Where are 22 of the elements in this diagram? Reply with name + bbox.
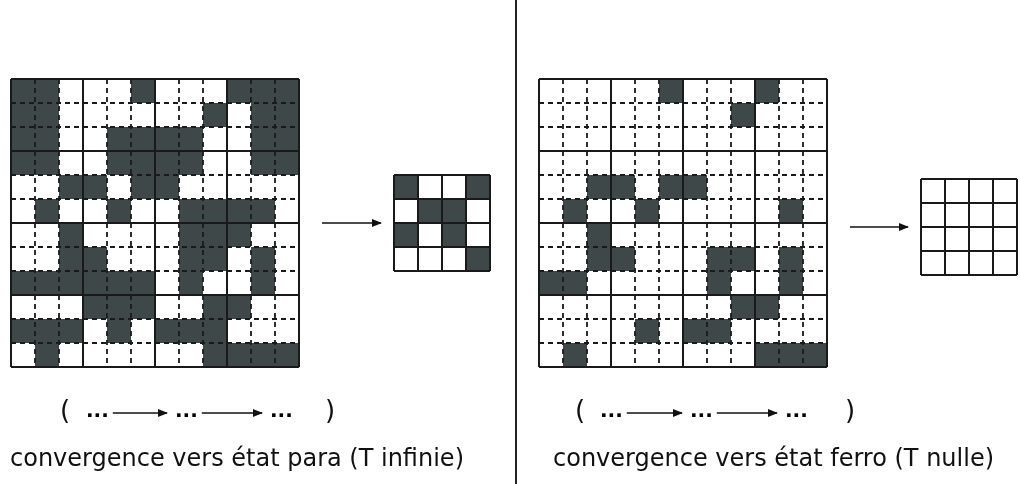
- ellipsis: ...: [600, 400, 623, 420]
- ellipsis: ...: [270, 400, 293, 420]
- arrow: [112, 409, 168, 417]
- parenthesis: (: [60, 395, 71, 425]
- arrow: [849, 223, 909, 231]
- caption-text: convergence vers état ferro (T nulle): [553, 443, 995, 473]
- ellipsis: ...: [785, 400, 808, 420]
- ellipsis: ...: [690, 400, 713, 420]
- parenthesis: ): [845, 395, 856, 425]
- lattice-drawing: [393, 174, 491, 272]
- arrow: [321, 219, 382, 227]
- lattice-drawing: [538, 78, 828, 368]
- lattice-drawing: [920, 178, 1018, 276]
- lattice-drawing: [10, 78, 300, 368]
- ellipsis: ...: [175, 400, 198, 420]
- caption-text: convergence vers état para (T infinie): [10, 443, 464, 473]
- parenthesis: (: [575, 395, 586, 425]
- arrow: [716, 409, 778, 417]
- arrow: [626, 409, 683, 417]
- ellipsis: ...: [86, 400, 109, 420]
- parenthesis: ): [325, 395, 336, 425]
- arrow: [201, 409, 263, 417]
